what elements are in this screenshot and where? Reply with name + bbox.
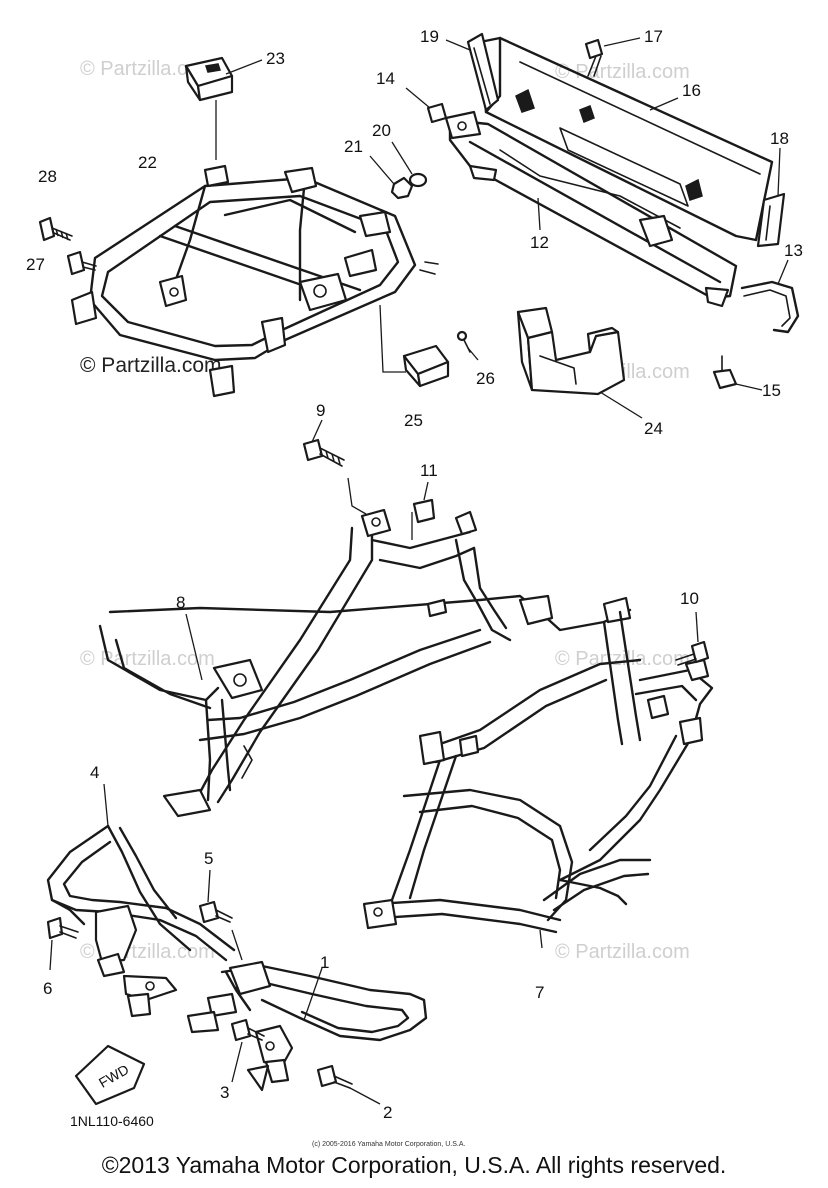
callout-16: 16 xyxy=(682,81,701,100)
callout-1: 1 xyxy=(320,953,329,972)
callout-17: 17 xyxy=(644,27,663,46)
nut-part-21 xyxy=(369,155,414,200)
callout-19: 19 xyxy=(420,27,439,46)
screw-part-26 xyxy=(456,330,479,361)
rear-frame-part-7 xyxy=(362,610,714,949)
strap-part-13 xyxy=(740,259,800,334)
watermark-dark: © Partzilla.com xyxy=(80,354,222,377)
bolt-part-3 xyxy=(230,1018,265,1083)
callout-15: 15 xyxy=(762,381,781,400)
seat-panel-part-16 xyxy=(478,36,774,242)
parts-diagram: © Partzilla.com © Partzilla.com © Partzi… xyxy=(26,27,803,1148)
callout-2: 2 xyxy=(383,1103,392,1122)
end-cap-part-19 xyxy=(445,32,500,112)
callout-5: 5 xyxy=(204,849,213,868)
callout-11: 11 xyxy=(420,461,438,480)
callout-4: 4 xyxy=(90,763,99,782)
watermark: © Partzilla.com xyxy=(555,648,690,670)
diagram-code: 1NL110-6460 xyxy=(70,1113,154,1129)
damper-part-25 xyxy=(379,304,450,388)
callout-13: 13 xyxy=(784,241,803,260)
side-frame-part-8 xyxy=(98,508,632,818)
callout-14: 14 xyxy=(376,69,395,88)
end-cap-part-18 xyxy=(756,147,786,248)
callout-9: 9 xyxy=(316,401,325,420)
watermark: © Partzilla.com xyxy=(80,58,215,80)
bolt-part-27 xyxy=(66,250,97,276)
guard-part-1 xyxy=(186,960,428,1092)
pad-part-24 xyxy=(516,306,643,419)
callout-22: 22 xyxy=(138,153,157,172)
seat-rail-part-12 xyxy=(444,110,738,308)
callout-12: 12 xyxy=(530,233,549,252)
callout-18: 18 xyxy=(770,129,789,148)
bolt-part-2 xyxy=(316,1064,381,1105)
callout-21: 21 xyxy=(344,137,363,156)
forward-arrow-icon: FWD xyxy=(74,1044,146,1106)
bolt-part-28 xyxy=(38,216,73,242)
callout-26: 26 xyxy=(476,369,495,388)
bolt-part-6 xyxy=(46,916,79,971)
seat-frame-part-22 xyxy=(70,164,439,398)
callout-28: 28 xyxy=(38,167,57,186)
rubber-block-part-23 xyxy=(184,56,263,160)
small-copyright: (c) 2005-2016 Yamaha Motor Corporation, … xyxy=(312,1141,465,1148)
grommet-part-14 xyxy=(405,87,448,124)
washer-part-20 xyxy=(391,141,428,188)
guard-part-4 xyxy=(46,783,236,1018)
callout-24: 24 xyxy=(644,419,663,438)
bolt-part-17 xyxy=(584,37,641,77)
bolt-part-5 xyxy=(198,869,243,961)
watermark: © Partzilla.com xyxy=(555,941,690,963)
bolt-part-10 xyxy=(675,611,710,666)
callout-6: 6 xyxy=(43,979,52,998)
callout-20: 20 xyxy=(372,121,391,140)
callout-labels: 1 2 3 4 5 6 7 8 9 10 11 12 13 14 15 16 1… xyxy=(26,27,803,1122)
callout-27: 27 xyxy=(26,255,45,274)
callout-8: 8 xyxy=(176,593,185,612)
callout-10: 10 xyxy=(680,589,699,608)
bolt-part-15 xyxy=(712,355,763,391)
callout-7: 7 xyxy=(535,983,544,1002)
callout-3: 3 xyxy=(220,1083,229,1102)
bolt-part-9 xyxy=(302,419,367,515)
callout-25: 25 xyxy=(404,411,423,430)
spacer-part-11 xyxy=(411,481,436,540)
callout-23: 23 xyxy=(266,49,285,68)
footer-copyright: ©2013 Yamaha Motor Corporation, U.S.A. A… xyxy=(101,1152,727,1178)
